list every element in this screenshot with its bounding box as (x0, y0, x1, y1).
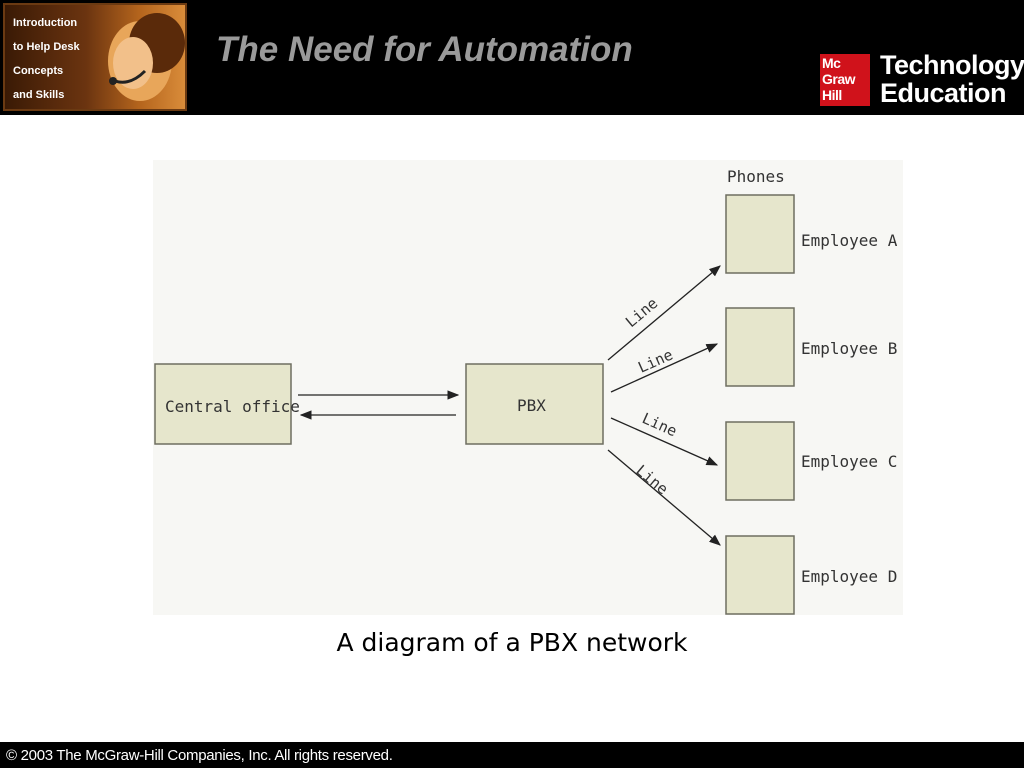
mcgraw-hill-logo: Mc Graw Hill (820, 54, 870, 106)
brand-technology: Technology (880, 50, 1024, 80)
copyright-text: © 2003 The McGraw-Hill Companies, Inc. A… (6, 747, 393, 764)
logo-line-mc: Mc (822, 55, 841, 71)
book-cover-line-1: Introduction (13, 17, 78, 29)
diagram-caption: A diagram of a PBX network (336, 628, 688, 657)
phone-box-c (725, 421, 795, 501)
employee-label-d: Employee D (801, 567, 897, 586)
agent-headset-icon (108, 13, 185, 101)
line-to-employee-b (610, 343, 719, 393)
line-to-employee-c (610, 417, 719, 466)
pbx-label: PBX (517, 396, 546, 415)
phones-heading: Phones (727, 167, 785, 186)
line-label-c: Line (639, 409, 679, 440)
book-cover-line-3: Concepts (13, 65, 64, 77)
phone-box-b (725, 307, 795, 387)
phone-box-d (725, 535, 795, 615)
phone-box-a (725, 194, 795, 274)
central-office-node: Central office (154, 363, 300, 445)
slide-title: The Need for Automation (216, 30, 633, 69)
header-bar: Introduction to Help Desk Concepts and S… (0, 0, 1024, 115)
line-to-employee-a (607, 265, 721, 361)
pbx-diagram: Central office PBX Phones Employee A Emp… (153, 160, 903, 615)
footer-bar: © 2003 The McGraw-Hill Companies, Inc. A… (0, 742, 1024, 768)
employee-label-b: Employee B (801, 339, 897, 358)
line-label-d: Line (632, 461, 671, 498)
brand-education: Education (880, 78, 1007, 108)
book-cover-line-4: and Skills (13, 89, 65, 101)
line-label-a: Line (622, 294, 661, 331)
book-cover-image: Introduction to Help Desk Concepts and S… (3, 3, 187, 111)
employee-label-c: Employee C (801, 452, 897, 471)
employee-label-a: Employee A (801, 231, 898, 250)
line-to-employee-d (607, 449, 721, 546)
pbx-node: PBX (465, 363, 604, 445)
central-office-label: Central office (165, 397, 300, 416)
logo-line-graw: Graw (822, 71, 856, 87)
pbx-diagram-svg: Central office PBX Phones Employee A Emp… (154, 167, 898, 615)
logo-line-hill: Hill (822, 87, 842, 103)
book-cover-line-2: to Help Desk (13, 41, 80, 53)
